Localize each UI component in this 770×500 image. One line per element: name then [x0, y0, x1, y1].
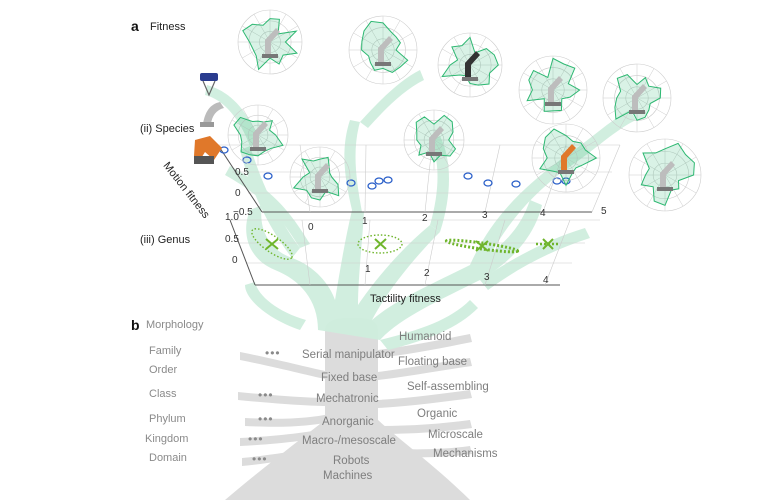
genus-plane — [229, 219, 600, 286]
taxon-microscale: Microscale — [428, 429, 483, 441]
lower-x-tick: 3 — [484, 272, 490, 283]
robot-silhouettes — [250, 28, 675, 193]
robot-industrial-icon — [194, 136, 222, 164]
species-marker — [463, 172, 473, 180]
genus-cluster — [251, 228, 293, 260]
species-marker — [374, 177, 384, 185]
species-marker — [367, 182, 377, 190]
upper-x-tick: 1 — [362, 216, 368, 227]
ellipsis: ••• — [252, 452, 268, 466]
robot-icon — [462, 51, 480, 81]
species-marker — [346, 179, 356, 187]
robot-icon — [426, 126, 444, 156]
robot-icon — [558, 144, 576, 174]
taxon-macro-mesoscale: Macro-/mesoscale — [302, 435, 396, 447]
fitness-tree — [205, 70, 636, 350]
species-label: (ii) Species — [140, 123, 195, 135]
ellipsis: ••• — [248, 432, 264, 446]
species-marker — [383, 176, 393, 184]
species-marker — [511, 180, 521, 188]
rank-class: Class — [149, 388, 177, 400]
taxon-fixed-base: Fixed base — [321, 372, 378, 384]
taxon-serial-manipulator: Serial manipulator — [302, 349, 395, 361]
taxon-self-assembling: Self-assembling — [407, 381, 489, 393]
taxonomy-trunk — [225, 318, 472, 500]
taxon-organic: Organic — [417, 408, 458, 420]
lower-y-tick: 0 — [232, 255, 238, 266]
upper-y-tick: 0 — [235, 188, 241, 199]
lower-y-tick: 0.5 — [225, 234, 239, 245]
taxon-floating-base: Floating base — [398, 356, 468, 368]
upper-x-tick: 0 — [308, 222, 314, 233]
taxon-humanoid: Humanoid — [399, 331, 452, 343]
taxon-mechanisms: Mechanisms — [433, 448, 498, 460]
robot-icon — [375, 36, 393, 66]
genus-cluster — [357, 234, 403, 254]
tactility-axis-label: Tactility fitness — [370, 293, 441, 305]
taxon-machines: Machines — [323, 470, 373, 482]
taxon-robots: Robots — [333, 455, 370, 467]
ellipsis: ••• — [258, 388, 274, 402]
robot-icon — [312, 163, 330, 193]
species-markers — [219, 146, 571, 190]
genus-label: (iii) Genus — [140, 234, 191, 246]
taxon-mechatronic: Mechatronic — [316, 393, 379, 405]
panel-a-letter: a — [131, 18, 139, 34]
rank-family: Family — [149, 345, 182, 357]
species-marker — [263, 172, 273, 180]
upper-x-tick: 4 — [540, 208, 546, 219]
ellipsis: ••• — [265, 346, 281, 360]
upper-y-tick: 0.5 — [235, 167, 249, 178]
robot-icon — [545, 76, 563, 106]
species-marker — [483, 179, 493, 187]
rank-kingdom: Kingdom — [145, 433, 189, 445]
robot-icon — [657, 161, 675, 191]
lower-x-tick: 2 — [424, 268, 430, 279]
rank-order: Order — [149, 364, 178, 376]
upper-x-tick: 5 — [601, 206, 607, 217]
radar-plot — [628, 138, 702, 212]
lower-y-tick: 1.0 — [225, 212, 239, 223]
taxon-anorganic: Anorganic — [322, 416, 374, 428]
fitness-label: Fitness — [150, 21, 186, 33]
upper-x-tick: 2 — [422, 213, 428, 224]
rank-domain: Domain — [149, 452, 187, 464]
rank-morphology: Morphology — [146, 319, 204, 331]
lower-x-tick: 1 — [365, 264, 371, 275]
robot-icon — [629, 84, 647, 114]
genus-cluster — [444, 238, 520, 254]
rank-phylum: Phylum — [149, 413, 186, 425]
robot-arm-icon — [200, 102, 224, 127]
lower-x-tick: 4 — [543, 275, 549, 286]
robot-delta-icon — [200, 73, 218, 97]
upper-y-tick: −0.5 — [233, 207, 253, 218]
robot-icon — [262, 28, 280, 58]
robot-icon — [250, 121, 268, 151]
ellipsis: ••• — [258, 412, 274, 426]
panel-b-letter: b — [131, 317, 140, 333]
upper-x-tick: 3 — [482, 210, 488, 221]
